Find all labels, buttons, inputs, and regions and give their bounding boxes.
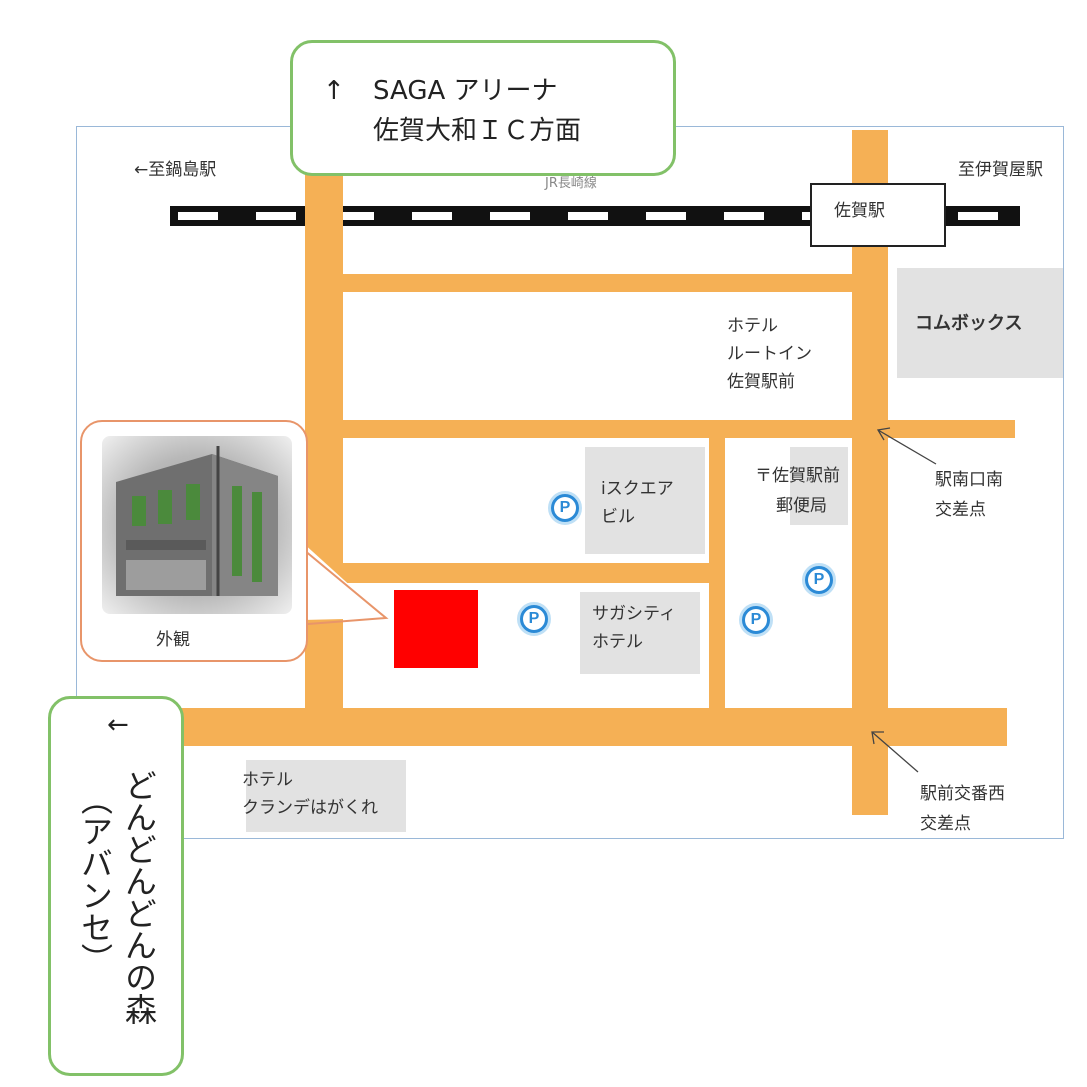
hotel-routeinn-line2: ルートイン <box>727 344 812 364</box>
saga-city-hotel-line2: ホテル <box>592 632 643 652</box>
ekimae-koban-line2: 交差点 <box>920 814 971 834</box>
west-callout-line2: （アバンセ） <box>76 783 114 975</box>
post-office-building <box>790 447 848 525</box>
ekimae-koban-pointer-icon <box>871 731 919 773</box>
saga-city-hotel-building: サガシティ ホテル <box>580 592 700 674</box>
combox-label: コムボックス <box>915 313 1023 334</box>
north-arrow-icon: ↑ <box>323 76 345 106</box>
to-nabeshima-label: ←至鍋島駅 <box>134 160 217 180</box>
parking-icon: P <box>739 603 773 637</box>
road-north-horizontal <box>305 274 888 292</box>
parking-symbol: P <box>808 569 830 591</box>
parking-symbol: P <box>523 608 545 630</box>
target-location-marker[interactable] <box>394 590 478 668</box>
parking-symbol: P <box>745 609 767 631</box>
parking-icon: P <box>548 491 582 525</box>
road-inner-vertical <box>709 420 725 715</box>
parking-symbol: P <box>554 497 576 519</box>
hotel-grande-building: ホテル クランデはがくれ <box>242 760 406 832</box>
parking-icon: P <box>517 602 551 636</box>
saga-station-box: 佐賀駅 <box>810 183 946 247</box>
i-square-line1: iスクエア <box>601 479 674 499</box>
i-square-building: iスクエア ビル <box>585 447 705 554</box>
west-callout-line1: どんどんどんの森 <box>120 769 158 1025</box>
railway-dashes <box>178 212 1012 220</box>
hotel-grande-line2: クランデはがくれ <box>242 798 378 818</box>
exterior-label: 外観 <box>156 630 190 650</box>
to-igaya-label: 至伊賀屋駅 <box>958 160 1043 180</box>
building-photo <box>102 436 292 614</box>
exterior-photo-callout: 外観 <box>80 420 308 662</box>
hotel-grande-line1: ホテル <box>242 770 293 790</box>
road-middle-horizontal <box>305 420 1015 438</box>
north-callout-line2: 佐賀大和ＩＣ方面 <box>373 116 582 146</box>
minami-guchi-line2: 交差点 <box>935 500 986 520</box>
hotel-routeinn-line1: ホテル <box>727 316 778 336</box>
minami-guchi-pointer-icon <box>876 427 937 465</box>
west-arrow-icon: ← <box>107 710 129 740</box>
north-direction-callout: ↑ SAGA アリーナ 佐賀大和ＩＣ方面 <box>290 40 676 176</box>
parking-icon: P <box>802 563 836 597</box>
road-inner-horizontal <box>305 563 725 583</box>
road-west-vertical <box>305 168 343 713</box>
jr-line-label: JR長崎線 <box>545 176 597 191</box>
building-exterior-image-icon <box>116 446 278 596</box>
saga-city-hotel-line1: サガシティ <box>592 604 676 624</box>
ekimae-koban-line1: 駅前交番西 <box>920 784 1005 804</box>
hotel-routeinn-line3: 佐賀駅前 <box>727 372 795 392</box>
west-direction-callout: ← どんどんどんの森 （アバンセ） <box>48 696 184 1076</box>
combox-building: コムボックス <box>897 268 1063 378</box>
i-square-line2: ビル <box>601 507 635 527</box>
post-office-line1: 〒佐賀駅前 <box>755 466 840 486</box>
saga-station-label: 佐賀駅 <box>834 201 885 221</box>
road-south-horizontal <box>175 708 1007 746</box>
minami-guchi-line1: 駅南口南 <box>935 470 1003 490</box>
north-callout-line1: SAGA アリーナ <box>373 76 558 106</box>
post-office-line2: 郵便局 <box>776 496 827 516</box>
photo-callout-tail <box>302 542 389 625</box>
